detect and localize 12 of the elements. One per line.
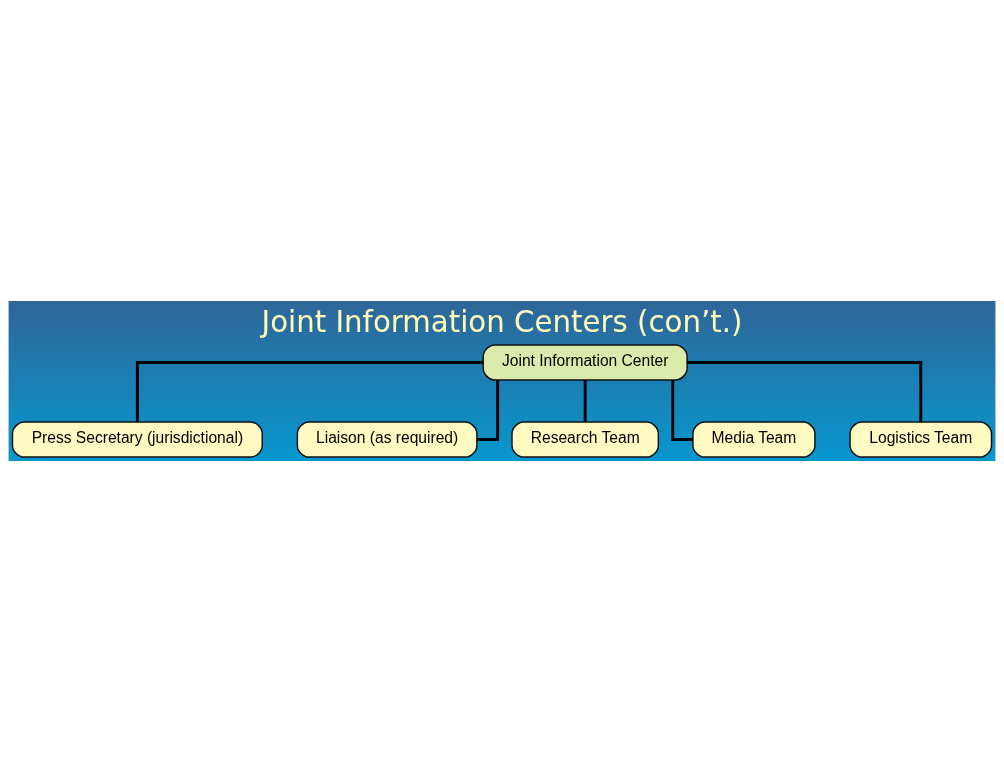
node-box: Research Team bbox=[511, 420, 660, 458]
connector bbox=[477, 379, 500, 441]
connector bbox=[671, 379, 693, 441]
node-box: Media Team bbox=[692, 420, 816, 458]
connector bbox=[135, 360, 483, 422]
node-box: Liaison (as required) bbox=[296, 420, 478, 458]
node-box: Logistics Team bbox=[849, 420, 993, 458]
node-box: Press Secretary (jurisdictional) bbox=[11, 420, 263, 458]
connector bbox=[687, 360, 923, 422]
connector bbox=[583, 379, 587, 422]
diagram-title: Joint Information Centers (con’t.) bbox=[261, 304, 743, 339]
node-box: Joint Information Center bbox=[482, 343, 688, 381]
